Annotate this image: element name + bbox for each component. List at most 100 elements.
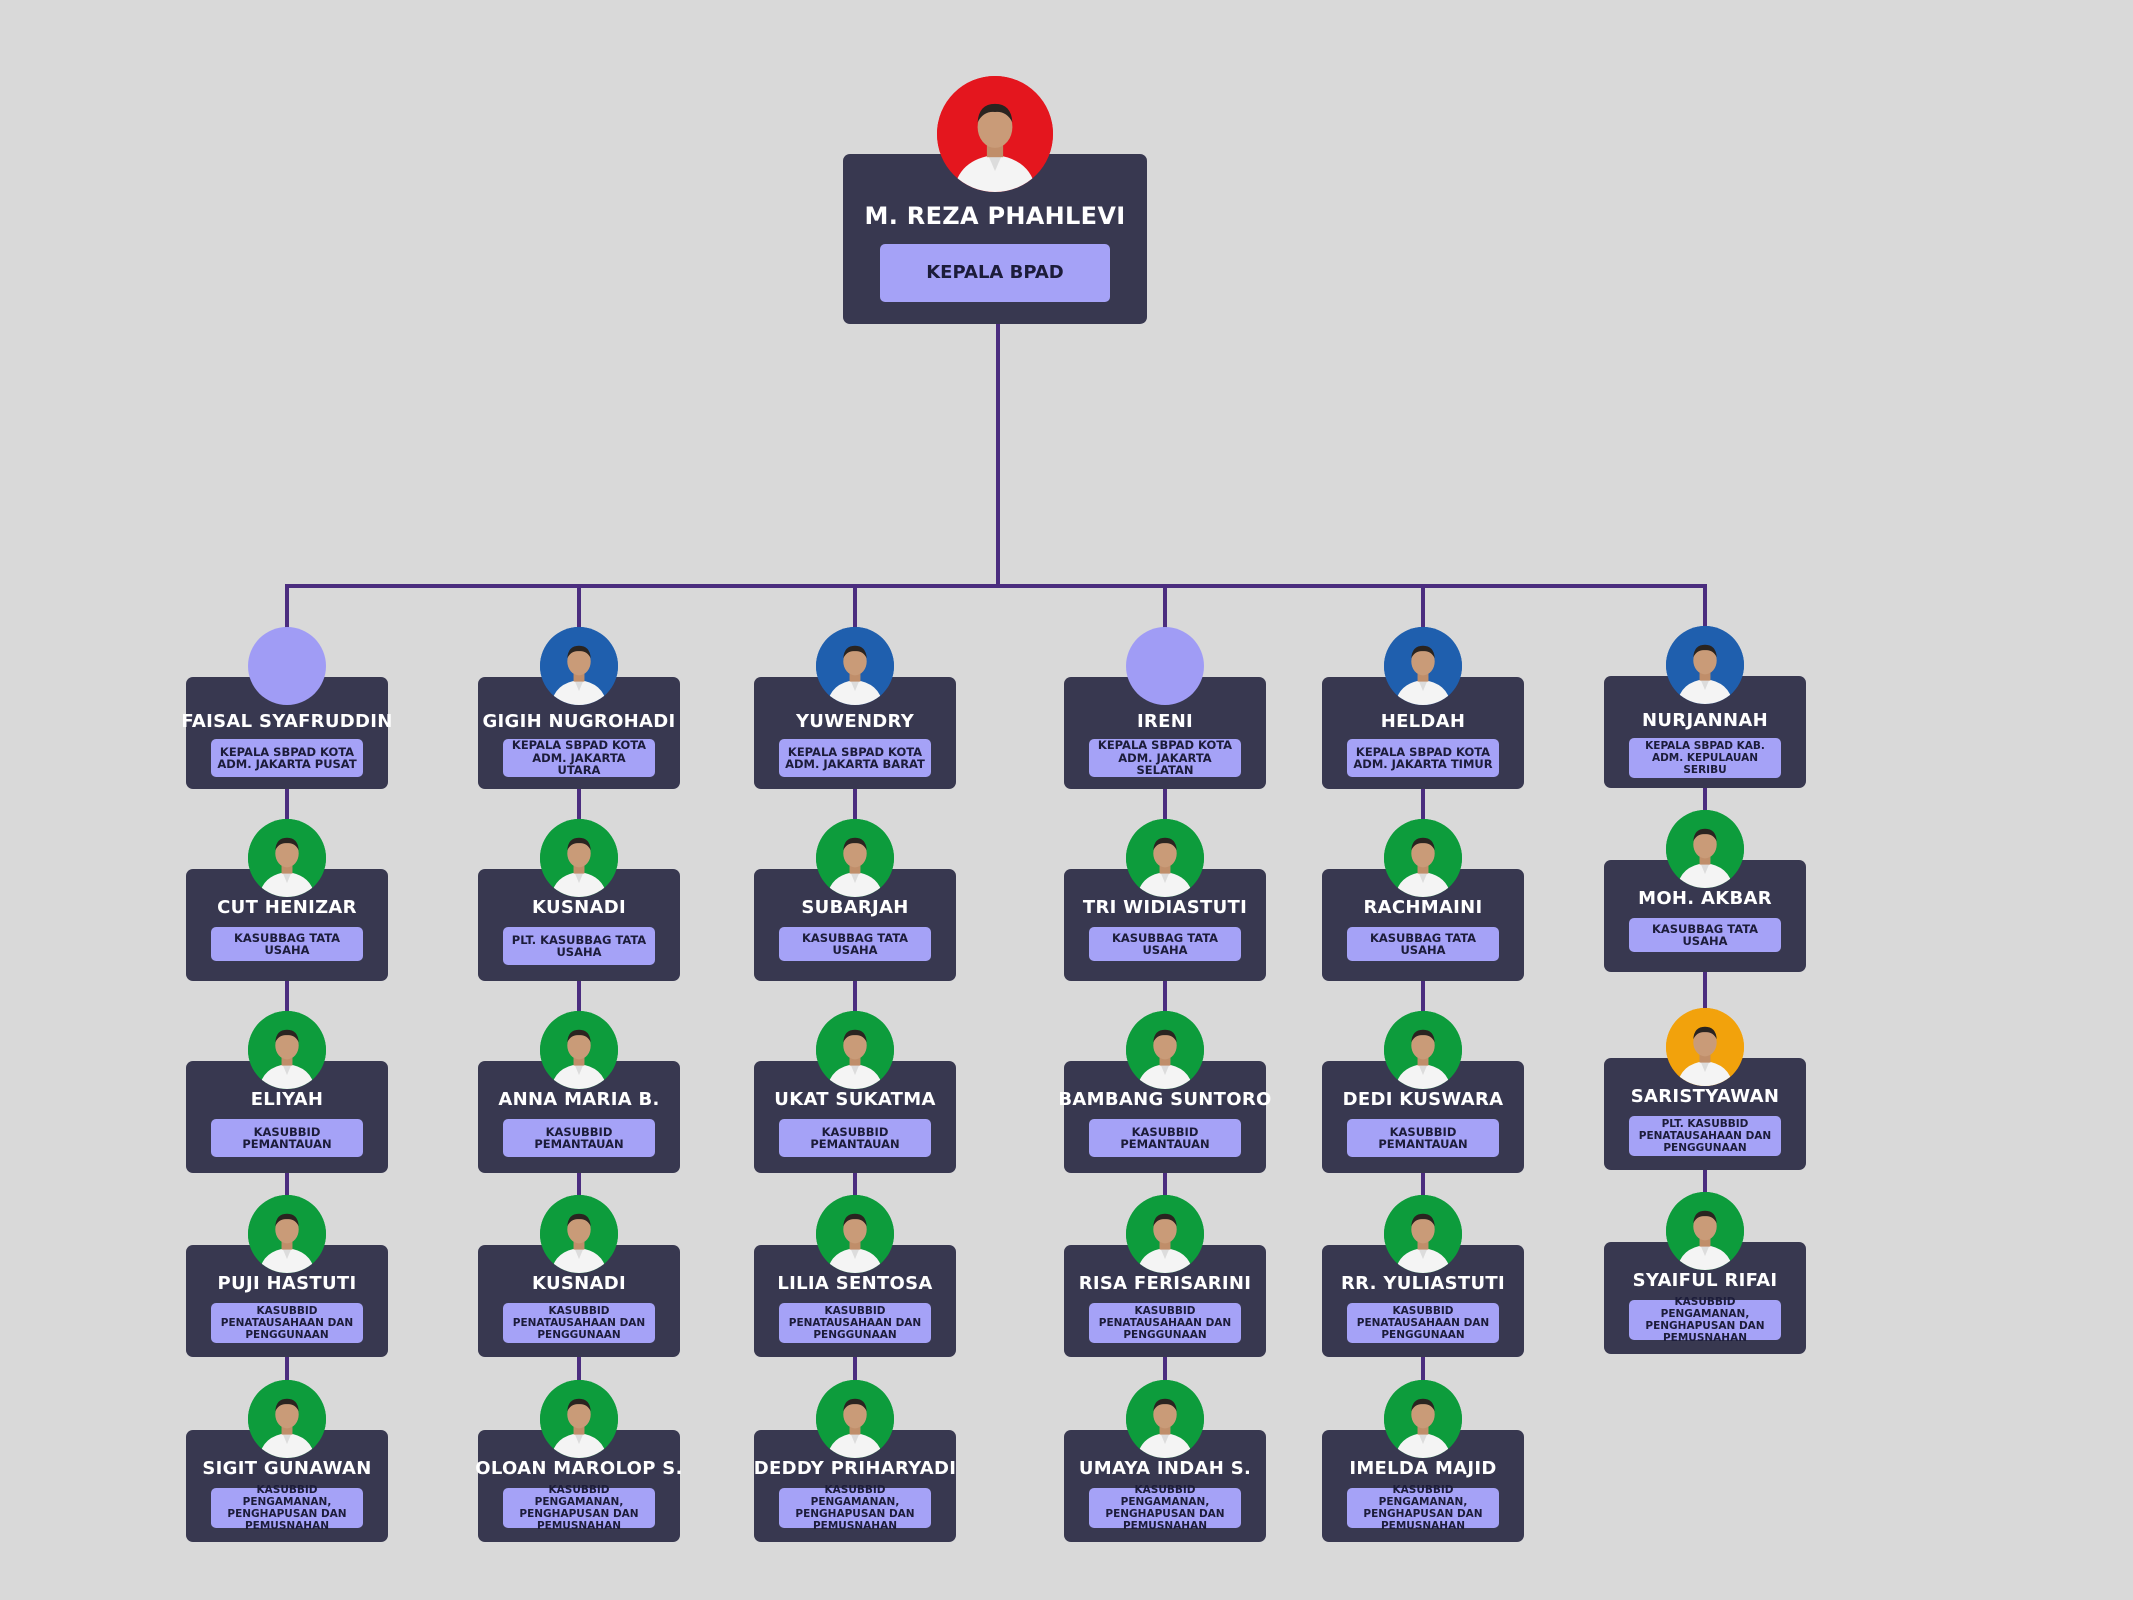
- member-card: ELIYAH KASUBBID PEMANTAUAN: [186, 1061, 388, 1173]
- member-name: KUSNADI: [532, 897, 626, 918]
- member-role: KASUBBID PEMANTAUAN: [1347, 1119, 1499, 1157]
- member-role: KASUBBAG TATA USAHA: [779, 927, 931, 961]
- member-name: SYAIFUL RIFAI: [1632, 1270, 1778, 1291]
- member-role: KASUBBID PENGAMANAN, PENGHAPUSAN DAN PEM…: [1629, 1296, 1781, 1344]
- connector-drop: [1703, 586, 1707, 630]
- member-name: TRI WIDIASTUTI: [1082, 897, 1248, 918]
- member-role: KEPALA SBPAD KAB. ADM. KEPULAUAN SERIBU: [1629, 738, 1781, 778]
- member-name: KUSNADI: [532, 1273, 626, 1294]
- member-role: PLT. KASUBBID PENATAUSAHAAN DAN PENGGUNA…: [1629, 1116, 1781, 1156]
- connector-drop: [285, 586, 289, 630]
- member-photo-head: [1384, 627, 1462, 705]
- head-name: M. REZA PHAHLEVI: [864, 202, 1126, 230]
- member-photo: [540, 1195, 618, 1273]
- connector-drop: [577, 586, 581, 630]
- member-photo: [1384, 819, 1462, 897]
- member-card: UMAYA INDAH S. KASUBBID PENGAMANAN, PENGH…: [1064, 1430, 1266, 1542]
- member-role: KASUBBAG TATA USAHA: [1089, 927, 1241, 961]
- member-name: IRENI: [1136, 711, 1194, 732]
- member-photo-head: [540, 627, 618, 705]
- member-role: KASUBBID PEMANTAUAN: [503, 1119, 655, 1157]
- member-photo: [1126, 1011, 1204, 1089]
- member-name: MOH. AKBAR: [1638, 888, 1772, 909]
- member-role: KASUBBID PEMANTAUAN: [211, 1119, 363, 1157]
- member-role: KASUBBID PENGAMANAN, PENGHAPUSAN DAN PEM…: [503, 1484, 655, 1532]
- member-photo: [816, 1195, 894, 1273]
- member-photo: [816, 1380, 894, 1458]
- member-role: PLT. KASUBBAG TATA USAHA: [503, 927, 655, 965]
- member-name: OLOAN MAROLOP S.: [475, 1458, 683, 1479]
- member-role: KEPALA SBPAD KOTA ADM. JAKARTA SELATAN: [1089, 739, 1241, 777]
- member-name: SUBARJAH: [801, 897, 909, 918]
- member-photo-head: [248, 627, 326, 705]
- member-photo: [540, 1380, 618, 1458]
- member-name: ELIYAH: [250, 1089, 324, 1110]
- member-card: YUWENDRY KEPALA SBPAD KOTA ADM. JAKARTA B…: [754, 677, 956, 789]
- member-role: KASUBBID PEMANTAUAN: [1089, 1119, 1241, 1157]
- member-card: KUSNADI PLT. KASUBBAG TATA USAHA: [478, 869, 680, 981]
- member-photo: [1666, 1008, 1744, 1086]
- member-role: KASUBBID PENGAMANAN, PENGHAPUSAN DAN PEM…: [1347, 1484, 1499, 1532]
- member-photo: [1126, 819, 1204, 897]
- connector-bus: [285, 584, 1707, 588]
- member-role: KEPALA SBPAD KOTA ADM. JAKARTA PUSAT: [211, 739, 363, 777]
- member-role: KASUBBID PENGAMANAN, PENGHAPUSAN DAN PEM…: [211, 1484, 363, 1532]
- member-photo: [816, 1011, 894, 1089]
- member-name: DEDDY PRIHARYADI: [753, 1458, 957, 1479]
- member-name: RACHMAINI: [1363, 897, 1483, 918]
- member-name: SARISTYAWAN: [1630, 1086, 1780, 1107]
- member-role: KASUBBAG TATA USAHA: [1347, 927, 1499, 961]
- member-role: KASUBBID PENATAUSAHAAN DAN PENGGUNAAN: [1347, 1303, 1499, 1343]
- member-role: KEPALA SBPAD KOTA ADM. JAKARTA TIMUR: [1347, 739, 1499, 777]
- member-photo: [540, 819, 618, 897]
- head-photo: [937, 76, 1053, 192]
- member-name: LILIA SENTOSA: [777, 1273, 933, 1294]
- member-role: KASUBBID PENGAMANAN, PENGHAPUSAN DAN PEM…: [1089, 1484, 1241, 1532]
- member-photo: [816, 819, 894, 897]
- member-name: PUJI HASTUTI: [217, 1273, 357, 1294]
- member-photo: [1384, 1380, 1462, 1458]
- member-card: ANNA MARIA B. KASUBBID PEMANTAUAN: [478, 1061, 680, 1173]
- member-name: SIGIT GUNAWAN: [202, 1458, 372, 1479]
- member-photo: [1666, 1192, 1744, 1270]
- member-name: UMAYA INDAH S.: [1078, 1458, 1252, 1479]
- member-role: KEPALA SBPAD KOTA ADM. JAKARTA UTARA: [503, 739, 655, 777]
- connector-head-trunk: [996, 324, 1000, 586]
- connector-drop: [1163, 586, 1167, 630]
- member-name: ANNA MARIA B.: [498, 1089, 660, 1110]
- member-name: RISA FERISARINI: [1078, 1273, 1252, 1294]
- connector-drop: [1421, 586, 1425, 630]
- member-card: NURJANNAH KEPALA SBPAD KAB. ADM. KEPULAUA…: [1604, 676, 1806, 788]
- member-name: CUT HENIZAR: [217, 897, 357, 918]
- member-name: YUWENDRY: [795, 711, 915, 732]
- member-photo: [1384, 1195, 1462, 1273]
- member-role: KASUBBID PEMANTAUAN: [779, 1119, 931, 1157]
- member-photo: [248, 1195, 326, 1273]
- member-name: HELDAH: [1380, 711, 1466, 732]
- head-role: KEPALA BPAD: [880, 244, 1110, 302]
- member-name: UKAT SUKATMA: [774, 1089, 936, 1110]
- member-name: NURJANNAH: [1642, 710, 1768, 731]
- member-photo: [1666, 810, 1744, 888]
- member-name: BAMBANG SUNTORO: [1058, 1089, 1272, 1110]
- member-role: KASUBBID PENATAUSAHAAN DAN PENGGUNAAN: [211, 1303, 363, 1343]
- member-photo: [1126, 1195, 1204, 1273]
- connector-drop: [853, 586, 857, 630]
- member-photo-head: [816, 627, 894, 705]
- member-name: IMELDA MAJID: [1349, 1458, 1497, 1479]
- member-photo-head: [1126, 627, 1204, 705]
- member-photo: [540, 1011, 618, 1089]
- member-photo: [248, 1380, 326, 1458]
- member-name: DEDI KUSWARA: [1342, 1089, 1504, 1110]
- member-name: GIGIH NUGROHADI: [482, 711, 676, 732]
- member-photo: [248, 1011, 326, 1089]
- member-photo-head: [1666, 626, 1744, 704]
- member-role: KEPALA SBPAD KOTA ADM. JAKARTA BARAT: [779, 739, 931, 777]
- member-role: KASUBBID PENATAUSAHAAN DAN PENGGUNAAN: [779, 1303, 931, 1343]
- member-role: KASUBBID PENGAMANAN, PENGHAPUSAN DAN PEM…: [779, 1484, 931, 1532]
- member-name: RR. YULIASTUTI: [1341, 1273, 1505, 1294]
